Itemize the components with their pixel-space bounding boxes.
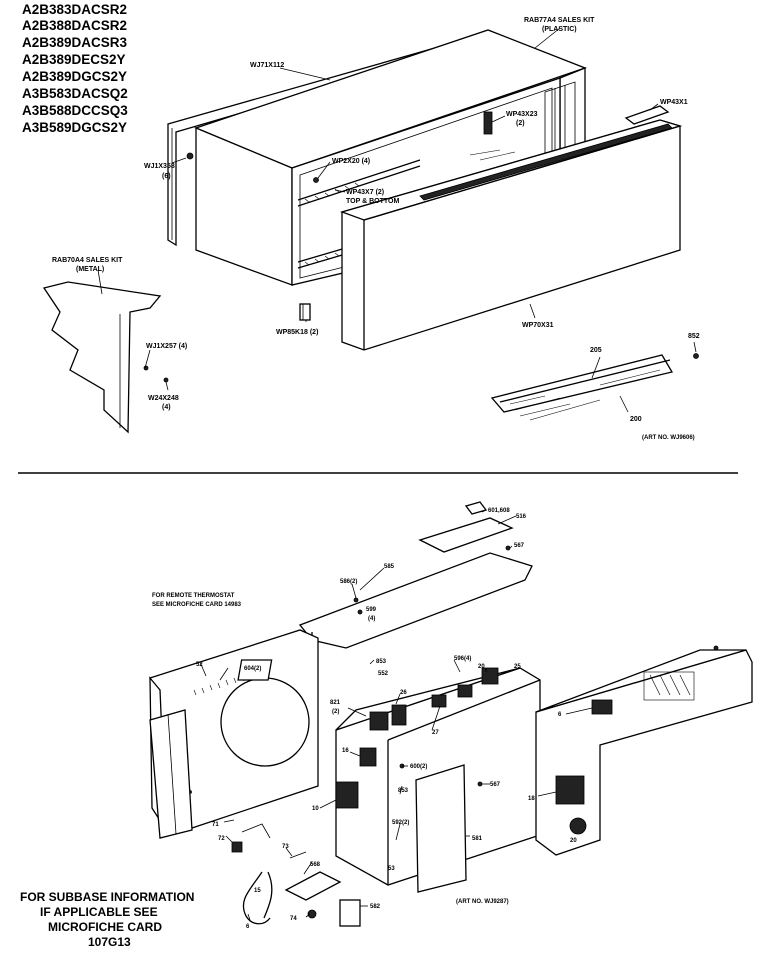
subbase-note: FOR SUBBASE INFORMATION IF APPLICABLE SE… (20, 890, 194, 949)
label-wj1x358: WJ1X358 (144, 163, 175, 170)
label-26: 26 (400, 690, 407, 696)
label-art-bottom: (ART NO. WJ9287) (456, 899, 509, 905)
label-852: 852 (688, 333, 700, 340)
label-wp43x1: WP43X1 (660, 99, 688, 106)
label-remote-1: FOR REMOTE THERMOSTAT (152, 593, 235, 599)
label-596: 596(4) (454, 656, 471, 662)
label-73: 73 (282, 844, 289, 850)
label-200: 200 (630, 416, 642, 423)
label-25: 25 (514, 664, 521, 670)
label-wp2x20: WP2X20 (4) (332, 158, 370, 165)
model-5: A2B389DGCS2Y (22, 69, 127, 84)
label-53: 53 (388, 866, 395, 872)
label-52: 52 (196, 662, 203, 668)
label-wp43x7: WP43X7 (2) (346, 189, 384, 196)
label-604: 604(2) (244, 666, 261, 672)
label-nut: 601,608 (488, 508, 510, 514)
top-labels: RAB77A4 SALES KIT (PLASTIC) WJ71X112 WP4… (52, 17, 700, 441)
model-7: A3B588DCCSQ3 (22, 103, 128, 118)
label-w24x248-qty: (4) (162, 404, 171, 411)
note-line-2: IF APPLICABLE SEE (40, 905, 158, 919)
label-27: 27 (432, 730, 439, 736)
label-16: 16 (342, 748, 349, 754)
note-line-4: 107G13 (88, 935, 131, 949)
label-wp70x31: WP70X31 (522, 322, 554, 329)
leader-lines-top (97, 27, 697, 413)
label-art-top: (ART NO. WJ9606) (642, 435, 695, 441)
label-821: 821 (330, 700, 341, 706)
label-552: 552 (378, 671, 389, 677)
label-rab77a4-sub: (PLASTIC) (542, 26, 577, 33)
label-wp43x7-sub: TOP & BOTTOM (346, 198, 399, 205)
label-853b: 853 (398, 788, 409, 794)
fan-shroud (149, 629, 319, 833)
label-74: 74 (290, 916, 297, 922)
label-821q: (2) (332, 709, 339, 715)
chassis-top-cover (298, 552, 533, 649)
label-600: 600(2) (410, 764, 427, 770)
model-list: A2B383DACSR2 A2B388DACSR2 A2B389DACSR3 A… (22, 2, 128, 135)
model-1: A2B383DACSR2 (22, 2, 127, 17)
label-592: 592(2) (392, 820, 409, 826)
label-15: 15 (254, 888, 261, 894)
access-panel (415, 764, 467, 893)
front-panel (339, 105, 683, 351)
right-chassis (535, 645, 753, 856)
bottom-labels: FOR REMOTE THERMOSTAT SEE MICROFICHE CAR… (152, 508, 577, 930)
label-72: 72 (218, 836, 225, 842)
model-4: A2B389DECS2Y (22, 52, 126, 67)
model-2: A2B388DACSR2 (22, 18, 127, 33)
label-rab70a4: RAB70A4 SALES KIT (52, 257, 123, 264)
model-3: A2B389DACSR3 (22, 35, 128, 50)
label-wj71x112: WJ71X112 (250, 62, 284, 69)
metal-side-panel (42, 281, 169, 434)
label-wp43x23: WP43X23 (506, 111, 538, 118)
label-71: 71 (212, 822, 219, 828)
label-585: 585 (384, 564, 395, 570)
label-516: 516 (516, 514, 527, 520)
cover-plate (418, 501, 514, 553)
label-581: 581 (472, 836, 483, 842)
label-599: 599 (366, 607, 377, 613)
label-567b: 567 (490, 782, 501, 788)
label-567a: 567 (514, 543, 525, 549)
model-8: A3B589DGCS2Y (22, 120, 127, 135)
label-20a: 20 (478, 664, 485, 670)
label-582: 582 (370, 904, 381, 910)
lower-parts (231, 823, 361, 927)
label-599q: (4) (368, 616, 375, 622)
label-remote-2: SEE MICROFICHE CARD 14983 (152, 602, 242, 608)
label-6b: 6 (558, 712, 562, 718)
note-line-3: MICROFICHE CARD (48, 920, 162, 934)
control-bar (490, 353, 699, 421)
label-20b: 20 (570, 838, 577, 844)
label-586: 586(2) (340, 579, 357, 585)
label-568: 568 (310, 862, 321, 868)
label-wp43x23-qty: (2) (516, 120, 525, 127)
label-rab70a4-sub: (METAL) (76, 266, 104, 273)
clip-part (299, 303, 311, 321)
leader-lines-bottom (199, 509, 593, 921)
label-wj1x257: WJ1X257 (4) (146, 343, 187, 350)
label-205: 205 (590, 347, 602, 354)
coil-section (149, 709, 193, 839)
note-line-1: FOR SUBBASE INFORMATION (20, 890, 194, 904)
label-853: 853 (376, 659, 387, 665)
label-18: 18 (528, 796, 535, 802)
label-wp85k18: WP85K18 (2) (276, 329, 318, 336)
model-6: A3B583DACSQ2 (22, 86, 128, 101)
label-rab77a4: RAB77A4 SALES KIT (524, 17, 595, 24)
label-10: 10 (312, 806, 319, 812)
label-w24x248: W24X248 (148, 395, 179, 402)
label-wj1x358-qty: (6) (162, 173, 171, 180)
label-6: 6 (246, 924, 250, 930)
